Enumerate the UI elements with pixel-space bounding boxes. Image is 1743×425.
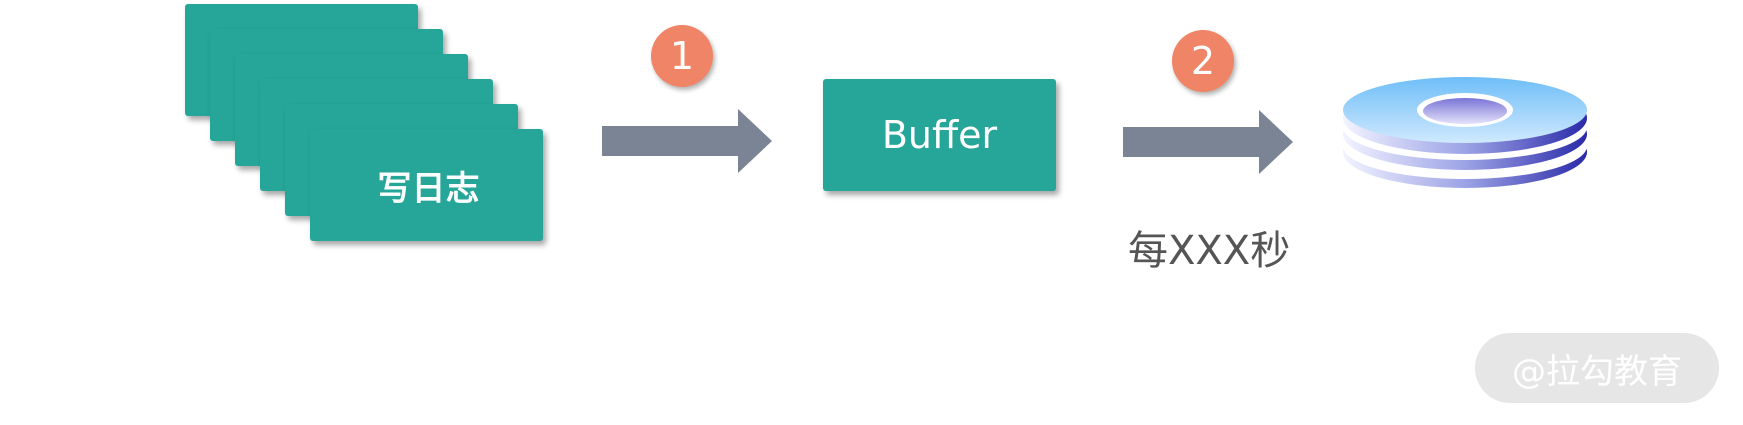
- arrow-right-icon: [602, 109, 772, 173]
- step-1-number: 1: [669, 34, 695, 78]
- watermark-badge: @拉勾教育: [1475, 333, 1719, 403]
- write-log-label: 写日志: [377, 168, 480, 209]
- buffer-box: Buffer: [823, 79, 1056, 191]
- interval-caption: 每XXX秒: [1128, 228, 1291, 274]
- log-card-6: 写日志: [310, 129, 543, 241]
- disk-stack-icon: [1343, 77, 1587, 188]
- platter-hub: [1423, 98, 1507, 124]
- arrow-right-icon: [1123, 110, 1293, 174]
- buffer-label: Buffer: [881, 113, 998, 157]
- arrow-1-shape: [602, 109, 772, 173]
- step-2-badge: 2: [1172, 30, 1234, 92]
- step-1-badge: 1: [651, 25, 713, 87]
- arrow-2-shape: [1123, 110, 1293, 174]
- step-2-number: 2: [1190, 39, 1216, 83]
